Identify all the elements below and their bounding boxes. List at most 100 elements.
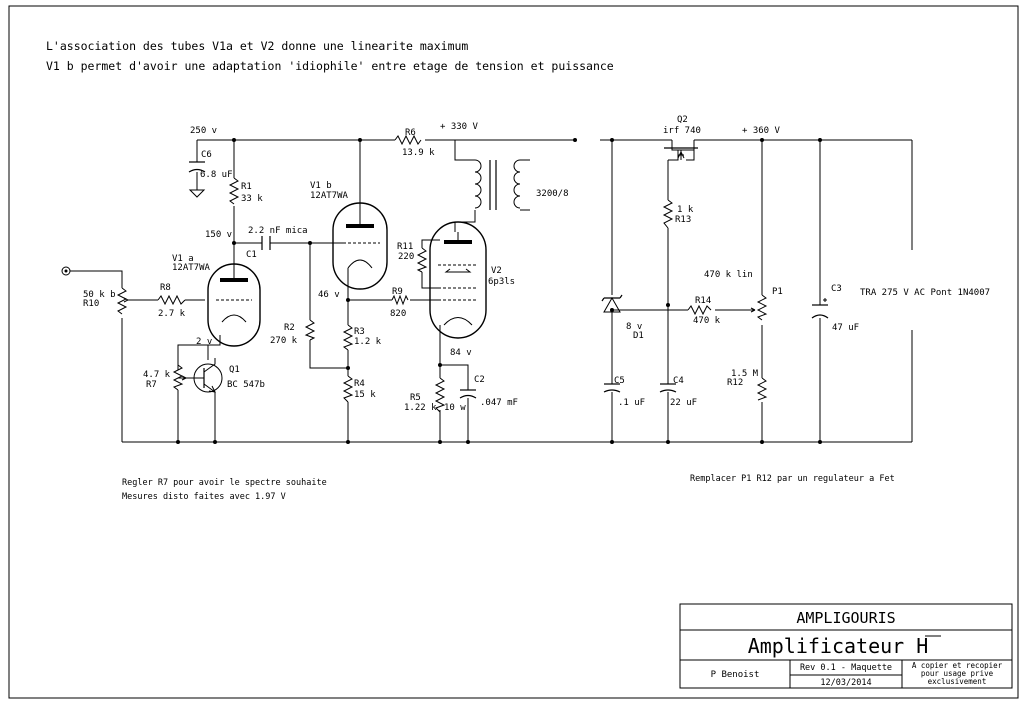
resistor-r8-icon <box>157 294 186 306</box>
c5-value: .1 uF <box>618 398 645 408</box>
r14-value: 470 k <box>693 316 721 326</box>
capacitor-c4-icon <box>659 383 677 402</box>
c4-value: 22 uF <box>670 398 697 408</box>
title-author: P Benoist <box>711 670 760 680</box>
ground-c6-icon <box>188 189 206 198</box>
rail-250v: 250 v <box>190 126 217 136</box>
potentiometer-r7-icon <box>172 364 187 391</box>
r8-value: 2.7 k <box>158 309 186 319</box>
v1a-value: 12AT7WA <box>172 263 211 273</box>
node-150v: 150 v <box>205 230 232 240</box>
r13-ref: R13 <box>675 215 691 225</box>
c2-ref: C2 <box>474 375 485 385</box>
title-block: AMPLIGOURIS Amplificateur H P Benoist Re… <box>679 603 1013 689</box>
title-project: AMPLIGOURIS <box>796 609 895 627</box>
r10-value: 50 k b <box>83 290 116 300</box>
title-license-2: pour usage prive <box>921 669 994 678</box>
resistor-r14-icon <box>687 304 712 316</box>
node-46v: 46 v <box>318 290 340 300</box>
q2-value: irf 740 <box>663 126 701 136</box>
r4-value: 15 k <box>354 390 376 400</box>
p1-ref: P1 <box>772 287 783 297</box>
c5-ref: C5 <box>614 376 625 386</box>
r7-ref: R7 <box>146 380 157 390</box>
r3-value: 1.2 k <box>354 337 382 347</box>
r10-ref: R10 <box>83 299 99 309</box>
resistor-r6-icon <box>394 134 422 146</box>
r5-ref: R5 <box>410 393 421 403</box>
title-license-1: A copier et recopier <box>912 661 1003 670</box>
input-jack-icon <box>61 266 71 276</box>
r14-ref: R14 <box>695 296 711 306</box>
v1b-ref: V1 b <box>310 181 332 191</box>
resistor-r2-icon <box>304 319 316 341</box>
resistor-r1-icon <box>228 177 240 205</box>
c1-ref: C1 <box>246 250 257 260</box>
note-line-2: V1 b permet d'avoir une adaptation 'idio… <box>46 59 614 73</box>
transformer-icon <box>474 159 521 210</box>
resistor-r9-icon <box>391 294 409 306</box>
transistor-q1-icon <box>193 358 223 393</box>
r6-value: 13.9 k <box>402 148 435 158</box>
capacitor-c5-icon <box>603 383 621 402</box>
r9-ref: R9 <box>392 287 403 297</box>
c6-ref: C6 <box>201 150 212 160</box>
title-main: Amplificateur H <box>748 634 929 658</box>
node-8v: 8 v <box>626 322 642 332</box>
p1-value: 470 k lin <box>704 270 753 280</box>
potentiometer-p1-icon <box>750 294 768 321</box>
c3-value: 47 uF <box>832 323 859 333</box>
r7-value: 4.7 k <box>143 370 171 380</box>
r5-power: 10 w <box>444 403 466 413</box>
r5-value: 1.22 k <box>404 403 437 413</box>
resistor-r12-icon <box>756 377 768 401</box>
supply-label: TRA 275 V AC Pont 1N4007 <box>860 288 990 298</box>
resistor-r4-icon <box>342 375 354 403</box>
title-license-3: exclusivement <box>928 677 987 686</box>
note-remplacer: Remplacer P1 R12 par un regulateur a Fet <box>690 474 895 484</box>
node-2v: 2 v <box>196 337 212 347</box>
r6-ref: R6 <box>405 128 416 138</box>
potentiometer-r10-icon <box>116 287 129 315</box>
r8-ref: R8 <box>160 283 171 293</box>
r9-value: 820 <box>390 309 406 319</box>
r13-value: 1 k <box>677 205 694 215</box>
rail-330v: + 330 V <box>440 122 479 132</box>
page-frame <box>8 5 1019 699</box>
capacitor-c3-icon <box>811 298 829 319</box>
capacitor-c2-icon <box>459 378 477 410</box>
title-revision: Rev 0.1 - Maquette <box>800 663 892 673</box>
v1b-value: 12AT7WA <box>310 191 349 201</box>
resistor-r5-icon <box>434 377 446 413</box>
node-84v: 84 v <box>450 348 472 358</box>
c2-value: .047 mF <box>480 398 518 408</box>
tube-v1a-icon <box>207 263 261 347</box>
r12-ref: R12 <box>727 378 743 388</box>
capacitor-c6-icon <box>188 161 206 173</box>
c1-value: 2.2 nF mica <box>248 226 308 236</box>
q1-value: BC 547b <box>227 380 265 390</box>
title-date: 12/03/2014 <box>820 678 871 688</box>
r4-ref: R4 <box>354 379 365 389</box>
c4-ref: C4 <box>673 376 684 386</box>
r11-value: 220 <box>398 252 414 262</box>
q2-ref: Q2 <box>677 115 688 125</box>
d1-ref: D1 <box>633 331 644 341</box>
v1a-ref: V1 a <box>172 254 194 264</box>
junction-dots <box>176 138 822 444</box>
v2-ref: V2 <box>491 266 502 276</box>
c3-ref: C3 <box>831 284 842 294</box>
r1-ref: R1 <box>241 182 252 192</box>
r12-value: 1.5 M <box>731 369 759 379</box>
resistor-r3-icon <box>342 324 354 351</box>
zener-d1-icon <box>601 294 623 313</box>
r1-value: 33 k <box>241 194 263 204</box>
tube-v2-icon <box>429 221 487 340</box>
c6-value: 6.8 uF <box>200 170 233 180</box>
note-mesures: Mesures disto faites avec 1.97 V <box>122 492 286 502</box>
transformer-ratio: 3200/8 <box>536 189 569 199</box>
note-regler: Regler R7 pour avoir le spectre souhaite <box>122 478 327 488</box>
capacitor-c1-icon <box>261 236 271 250</box>
v2-value: 6p3ls <box>488 277 515 287</box>
